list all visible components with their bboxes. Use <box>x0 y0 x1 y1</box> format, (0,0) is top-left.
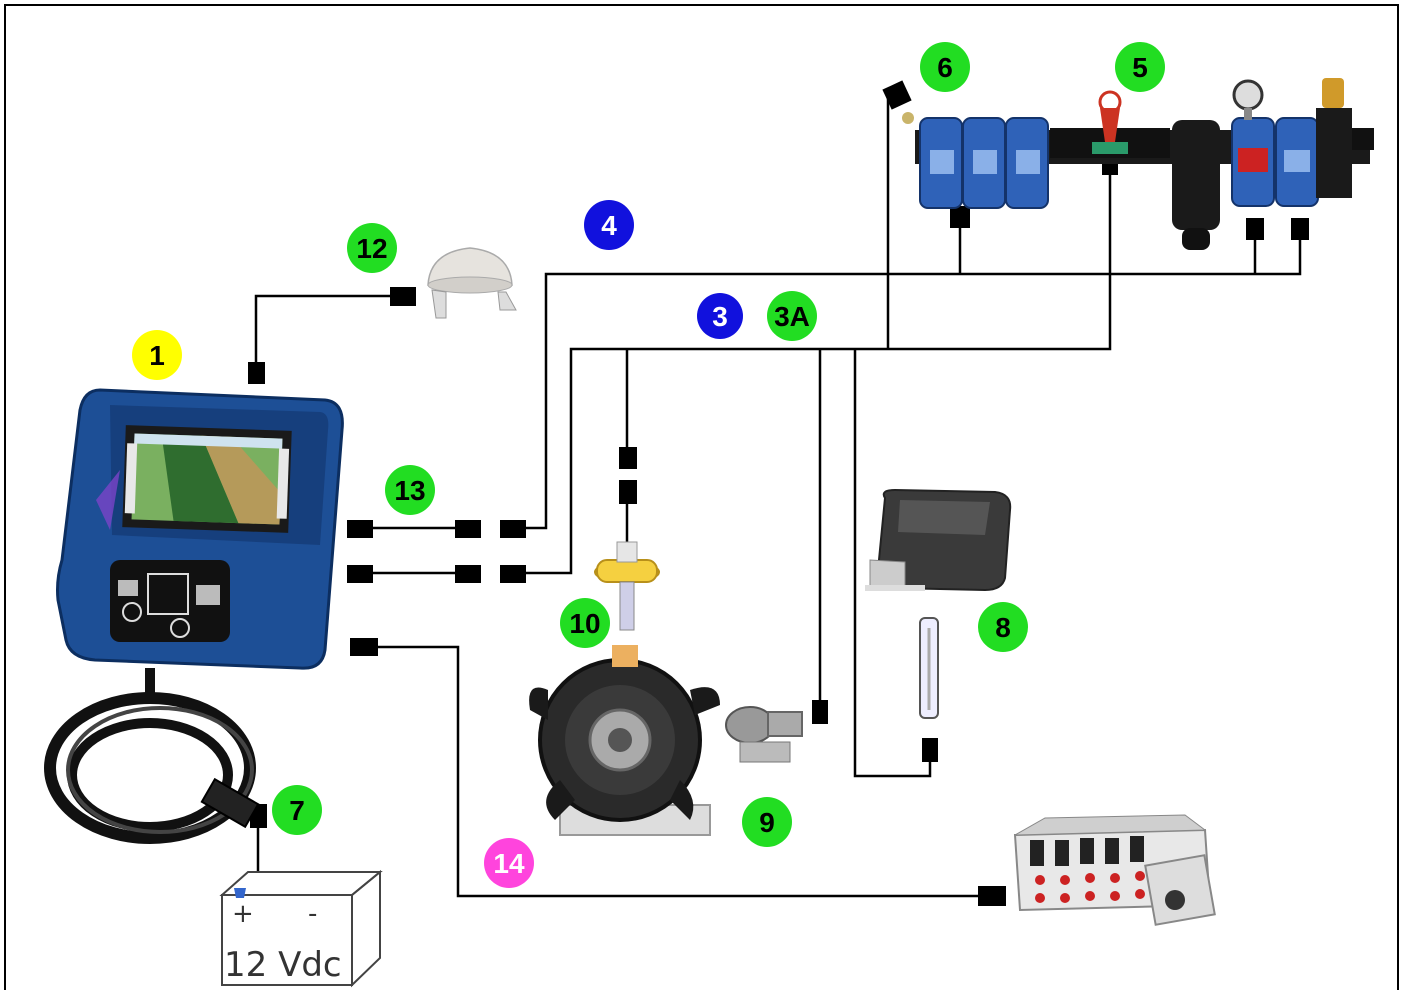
battery-terminal-icon <box>234 888 246 898</box>
badge-3A: 3A <box>767 291 817 341</box>
pressure-sensor-icon <box>1092 92 1128 154</box>
connector-13f <box>500 565 526 583</box>
connector-gps <box>390 287 416 306</box>
badge-5: 5 <box>1115 42 1165 92</box>
section-valve-b <box>1276 118 1318 206</box>
hydraulic-valve-block-icon <box>1015 815 1215 925</box>
connector-valve-a <box>1246 218 1264 240</box>
badge-14-label: 14 <box>493 848 525 879</box>
battery-voltage: 12 Vdc <box>224 945 342 985</box>
tank-level-sensor-icon <box>865 490 1010 718</box>
badge-7: 7 <box>272 785 322 835</box>
section-valve-6b <box>963 118 1005 208</box>
connector-13b <box>455 520 481 538</box>
badge-3A-label: 3A <box>774 301 810 332</box>
line-filter-icon <box>1172 120 1220 250</box>
connector-8 <box>922 738 938 762</box>
badge-9-label: 9 <box>759 807 775 838</box>
badge-6-label: 6 <box>937 52 953 83</box>
badge-1-label: 1 <box>149 340 165 371</box>
section-valve-6c <box>1006 118 1048 208</box>
connector-13a <box>347 520 373 538</box>
badge-10-label: 10 <box>569 608 600 639</box>
badge-1: 1 <box>132 330 182 380</box>
connector-10b <box>619 480 637 504</box>
section-valve-a <box>1232 118 1274 206</box>
badge-7-label: 7 <box>289 795 305 826</box>
connector-13c <box>500 520 526 538</box>
relief-valve-icon <box>1316 78 1374 198</box>
badge-4: 4 <box>584 200 634 250</box>
badge-8-label: 8 <box>995 612 1011 643</box>
connector-hydraulic <box>978 886 1006 906</box>
badge-8: 8 <box>978 602 1028 652</box>
connector-valve-b <box>1291 218 1309 240</box>
gps-antenna-icon <box>428 248 516 318</box>
badge-12-label: 12 <box>356 233 387 264</box>
badge-13-label: 13 <box>394 475 425 506</box>
badge-5-label: 5 <box>1132 52 1148 83</box>
badge-14: 14 <box>484 838 534 888</box>
badge-13: 13 <box>385 465 435 515</box>
badge-12: 12 <box>347 223 397 273</box>
wire-bus-3-drop-6 <box>888 92 900 349</box>
badge-4-label: 4 <box>601 210 617 241</box>
connector-6 <box>950 206 970 228</box>
connector-10a <box>619 447 637 469</box>
badge-10: 10 <box>560 598 610 648</box>
badge-6: 6 <box>920 42 970 92</box>
connector-gps-console <box>248 362 265 384</box>
section-valve-6a <box>920 118 962 208</box>
connector-9 <box>812 700 828 724</box>
wire-gps <box>256 296 402 372</box>
pressure-gauge-icon <box>1234 81 1262 120</box>
badge-3: 3 <box>697 293 743 339</box>
badge-3-label: 3 <box>712 301 728 332</box>
pump-sensor-icon <box>726 707 802 762</box>
connector-13d <box>347 565 373 583</box>
connector-14 <box>350 638 378 656</box>
badge-9: 9 <box>742 797 792 847</box>
power-cable-icon <box>50 668 258 838</box>
battery-plus: + <box>232 899 254 929</box>
battery-minus: - <box>308 899 317 929</box>
connector-13e <box>455 565 481 583</box>
display-console-icon <box>58 390 343 668</box>
